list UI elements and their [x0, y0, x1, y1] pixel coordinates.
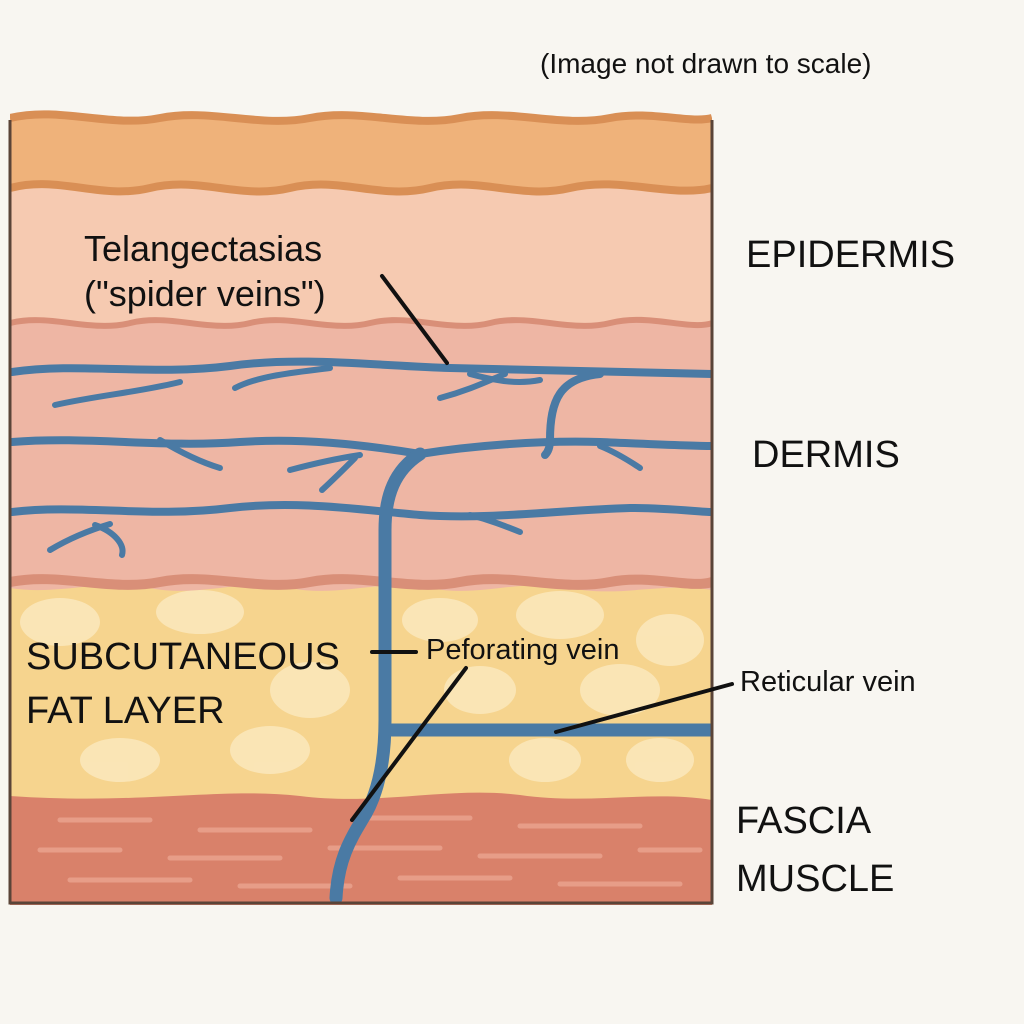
muscle-streaks [37, 815, 703, 889]
diagram-outline [8, 120, 714, 905]
fat-globules [20, 590, 704, 782]
telangiectasia-branch [467, 371, 543, 385]
dermal-vessel-branch [157, 437, 223, 471]
dermal-vessel-branch [92, 522, 126, 558]
telangiectasia-vessel-upper [10, 357, 712, 378]
dermis-bottom-edge [10, 574, 712, 590]
dermal-vessel-branch [319, 455, 358, 493]
telangiectasias-label-line1: Telangectasias [84, 228, 323, 269]
epidermis-top-layer [10, 114, 712, 192]
telangiectasia-branch [232, 365, 333, 391]
telangiectasia-leader-line [380, 274, 449, 365]
telangiectasia-branch [437, 371, 508, 401]
dermal-vessel-branch [467, 512, 523, 535]
telangiectasia-branch [52, 379, 183, 408]
perforating-vein [329, 447, 427, 905]
leader-lines [350, 274, 734, 822]
subcutaneous-fat-label: SUBCUTANEOUS FAT LAYER [26, 636, 340, 743]
epidermis-label: EPIDERMIS [746, 234, 956, 276]
reticular-vein-label: Reticular vein [740, 666, 916, 698]
perforating-leader-line [350, 666, 468, 822]
dermal-vessel-middle [10, 436, 712, 458]
telangiectasias-label: Telangectasias ("spider veins") [84, 228, 326, 319]
subcutaneous-label-line2: FAT LAYER [26, 689, 225, 732]
fascia-muscle-label: FASCIA MUSCLE [736, 800, 894, 915]
scale-note: (Image not drawn to scale) [540, 48, 872, 79]
veins [10, 357, 712, 905]
fascia-label: FASCIA [736, 800, 872, 842]
reticular-leader-line [554, 682, 734, 734]
dermal-vessel-branch [597, 443, 643, 471]
telangiectasias-label-line2: ("spider veins") [84, 273, 326, 315]
dermal-vessel-lower [10, 501, 712, 521]
connecting-vessel [541, 370, 604, 459]
subcutaneous-label-line1: SUBCUTANEOUS [26, 636, 340, 678]
epidermis-surface-edge [10, 110, 712, 125]
muscle-label: MUSCLE [736, 857, 895, 900]
perforating-vein-label: Peforating vein [426, 634, 620, 666]
dermis-label: DERMIS [752, 434, 900, 476]
epidermis-lower-layer [10, 184, 712, 323]
epidermis-inner-edge [10, 180, 712, 196]
dermis-top-edge [10, 314, 712, 329]
